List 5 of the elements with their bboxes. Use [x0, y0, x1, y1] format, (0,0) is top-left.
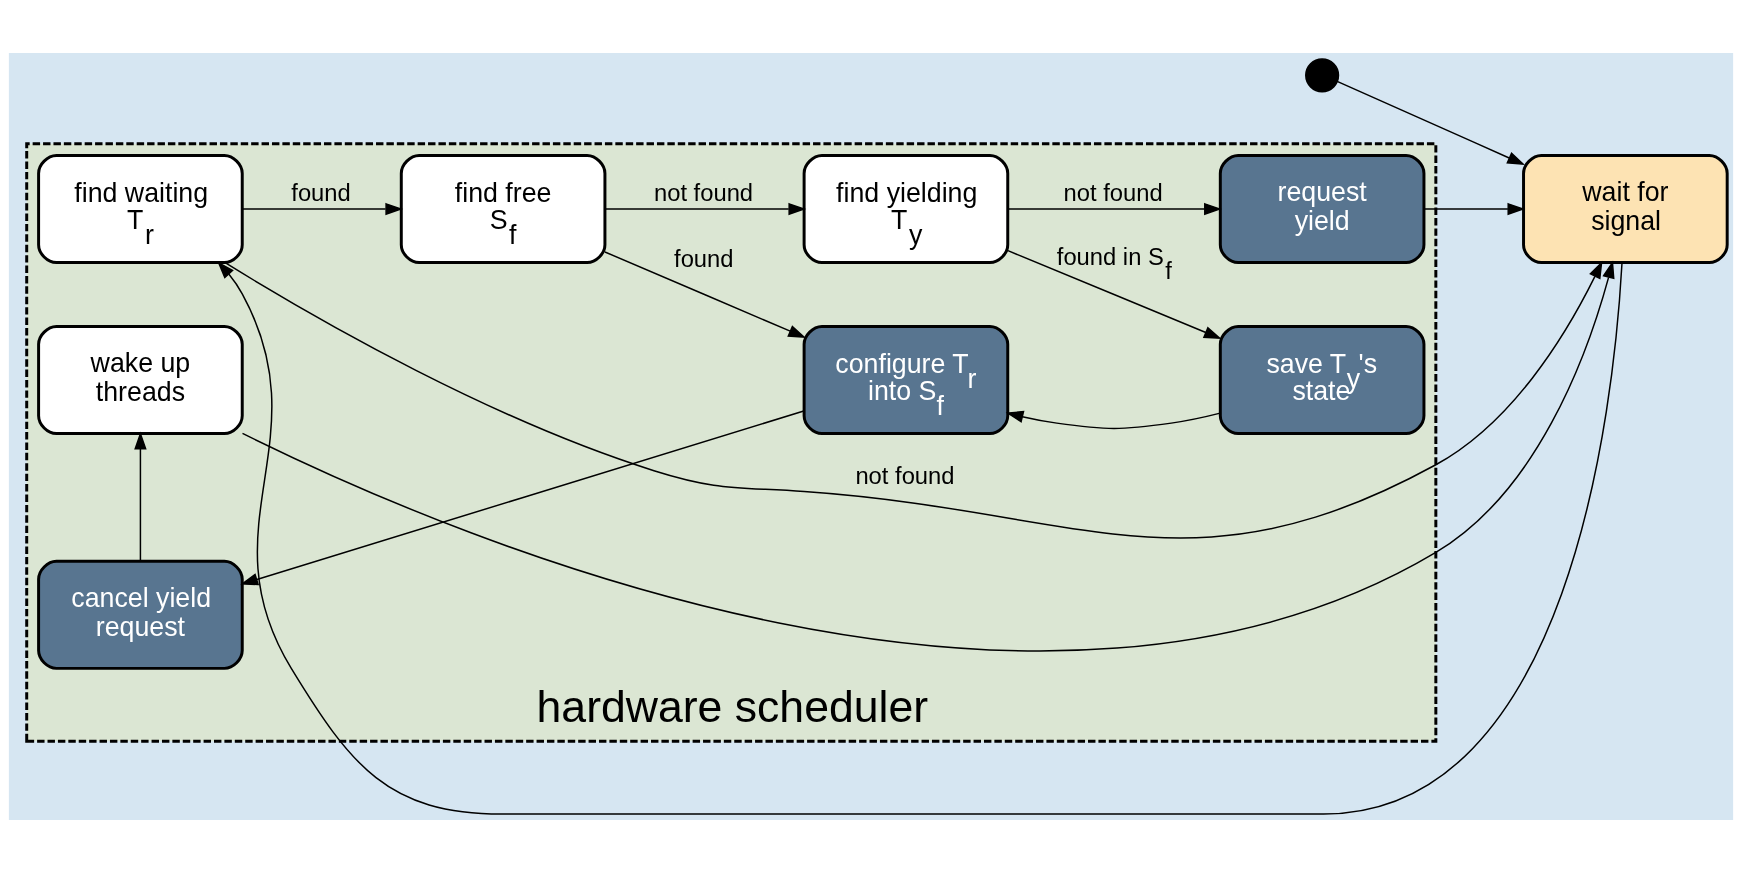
edge-label: found — [291, 179, 351, 207]
edge-label: not found — [653, 179, 754, 207]
edge-label: not found — [1063, 179, 1163, 207]
edge-label: not found — [855, 461, 955, 489]
edge-label: found — [674, 244, 734, 272]
